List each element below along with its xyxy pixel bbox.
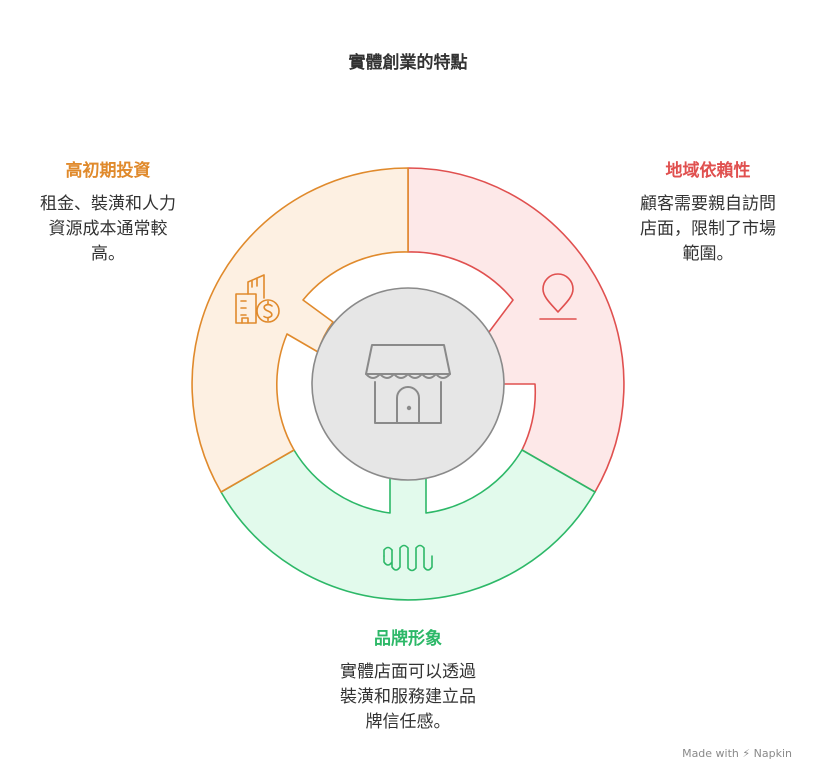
location-desc-line: 店面，限制了市場 — [640, 219, 776, 239]
napkin-credit[interactable]: Made with ⚡ Napkin — [682, 747, 792, 760]
brand-desc-line: 實體店面可以透過 — [340, 662, 476, 682]
map-pin-icon — [539, 273, 577, 320]
wave-pattern-icon — [383, 544, 433, 572]
cost-block-title: 高初期投資 — [65, 161, 151, 181]
center-circle — [311, 287, 505, 481]
brand-desc-line: 牌信任感。 — [365, 712, 451, 732]
napkin-logo-icon: ⚡ — [742, 747, 751, 760]
napkin-brand-label: Napkin — [753, 747, 792, 760]
cost-desc-line: 資源成本通常較 — [48, 219, 168, 239]
cost-desc-line: 租金、裝潢和人力 — [40, 194, 176, 214]
cost-desc-line: 高。 — [91, 244, 125, 264]
brand-desc-line: 裝潢和服務建立品 — [340, 687, 476, 707]
storefront-icon — [365, 344, 451, 424]
location-desc-line: 顧客需要親自訪問 — [640, 194, 776, 214]
brand-block-title: 品牌形象 — [374, 629, 442, 649]
location-desc-line: 範圍。 — [682, 244, 734, 264]
location-block-title: 地域依賴性 — [665, 161, 751, 181]
segment-cost — [191, 167, 409, 493]
building-money-icon — [235, 274, 280, 324]
segment-brand — [220, 449, 596, 601]
cost-block-description: 租金、裝潢和人力 資源成本通常較 高。 — [26, 192, 190, 267]
made-with-label: Made with — [682, 747, 739, 760]
diagram-title: 實體創業的特點 — [348, 53, 468, 73]
brand-block-description: 實體店面可以透過 裝潢和服務建立品 牌信任感。 — [318, 660, 498, 735]
location-block-description: 顧客需要親自訪問 店面，限制了市場 範圍。 — [626, 192, 790, 267]
